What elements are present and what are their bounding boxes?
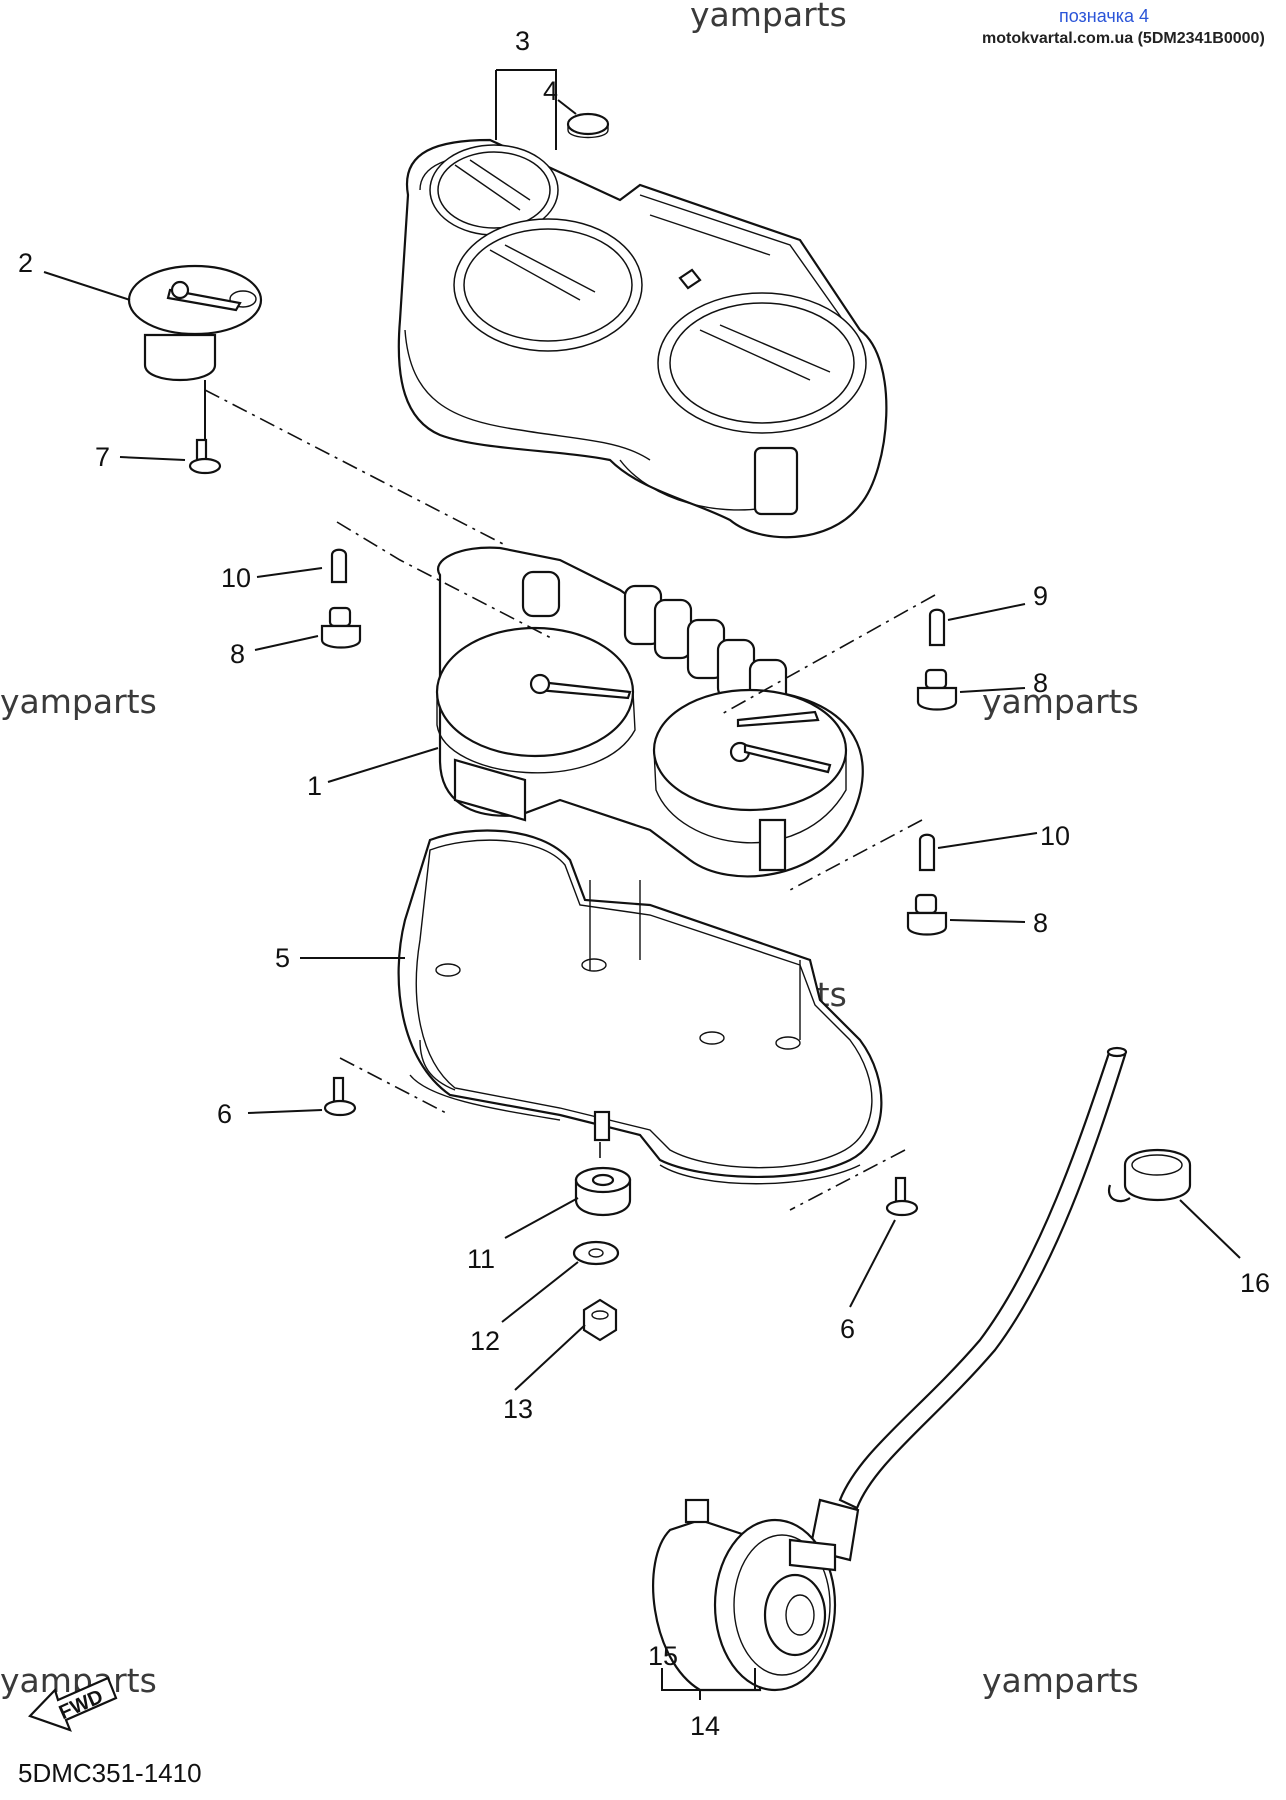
callout-8: 8 — [1033, 908, 1048, 938]
fuel-gauge — [127, 264, 263, 381]
screw-6 — [323, 1076, 357, 1117]
watermark: yamparts — [0, 682, 157, 721]
callout-14: 14 — [690, 1711, 720, 1741]
callout-15: 15 — [648, 1641, 678, 1671]
callout-7: 7 — [95, 442, 110, 472]
callout-16: 16 — [1240, 1268, 1270, 1298]
callout-9: 9 — [1033, 581, 1048, 611]
bulb-socket — [320, 606, 362, 649]
callout-1: 1 — [307, 771, 322, 801]
screw-6 — [885, 1176, 919, 1217]
callout-11: 11 — [467, 1244, 495, 1274]
bulb-socket — [906, 893, 948, 936]
nut — [582, 1298, 618, 1342]
callout-3: 3 — [515, 26, 530, 56]
meter-case-lower — [397, 829, 883, 1185]
callout-4: 4 — [543, 76, 558, 106]
header-link[interactable]: позначка 4 — [1059, 6, 1149, 26]
bulb-socket — [916, 668, 958, 711]
meter-cover-upper — [397, 138, 888, 539]
cap — [566, 112, 610, 139]
bulb — [330, 548, 348, 584]
callout-10: 10 — [1040, 821, 1070, 851]
watermark: yamparts — [982, 1661, 1139, 1700]
washer — [572, 1240, 620, 1266]
callout-6: 6 — [840, 1314, 855, 1344]
callout-8: 8 — [230, 639, 245, 669]
speedometer-gear-unit — [652, 1498, 837, 1692]
cable-clamp — [1107, 1149, 1192, 1203]
callout-12: 12 — [470, 1326, 500, 1356]
watermark: yamparts — [690, 0, 847, 34]
callout-6: 6 — [217, 1099, 232, 1129]
watermark: yamparts — [982, 682, 1139, 721]
callout-5: 5 — [275, 943, 290, 973]
header-source: motokvartal.com.ua (5DM2341B0000) — [982, 30, 1265, 47]
callout-10: 10 — [221, 563, 251, 593]
callout-2: 2 — [18, 248, 33, 278]
screw-7 — [188, 438, 222, 475]
callout-8: 8 — [1033, 668, 1048, 698]
meter-assembly — [435, 546, 864, 878]
bulb — [928, 608, 946, 647]
bulb — [918, 833, 936, 872]
callout-13: 13 — [503, 1394, 533, 1424]
stud-and-grommet — [574, 1110, 632, 1217]
diagram-code: 5DMC351-1410 — [18, 1758, 202, 1788]
